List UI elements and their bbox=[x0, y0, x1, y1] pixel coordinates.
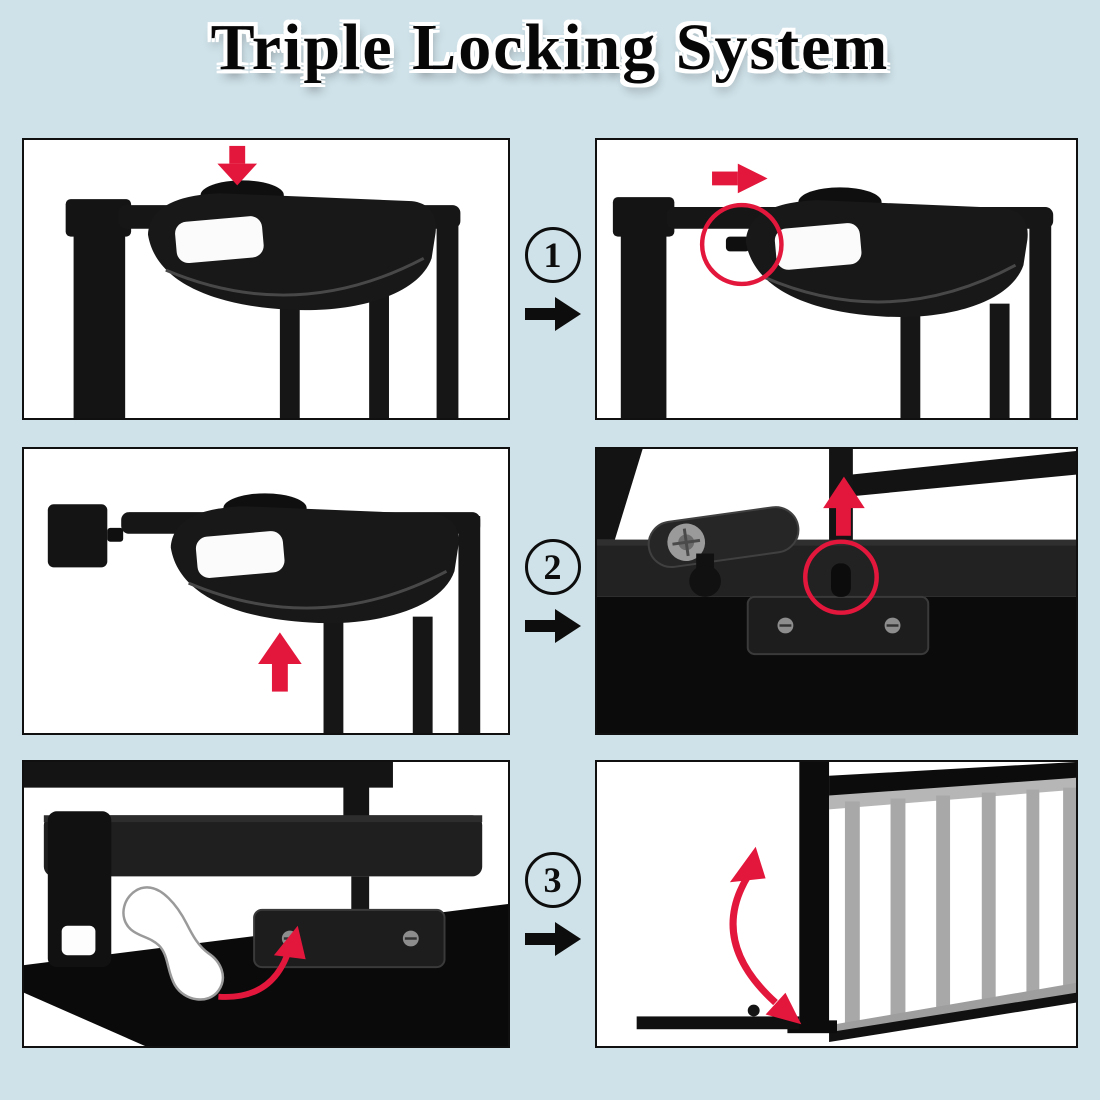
step-1-badge: 1 bbox=[524, 227, 581, 283]
flow-arrow-right-icon bbox=[524, 922, 581, 956]
gate-frame-corner bbox=[47, 811, 112, 968]
step-1-connector: 1 bbox=[510, 138, 595, 420]
step-2-badge: 2 bbox=[524, 539, 581, 595]
flow-arrow-right-icon bbox=[524, 297, 581, 331]
wall-mount-post bbox=[65, 199, 132, 418]
step-1-row: 1 bbox=[22, 138, 1078, 420]
handle-window bbox=[774, 223, 862, 270]
handle-window bbox=[175, 216, 264, 263]
right-gate-bar bbox=[1029, 210, 1052, 418]
bracket-screws bbox=[777, 617, 901, 634]
latch-pin bbox=[725, 236, 750, 252]
handle-assembly bbox=[170, 493, 459, 624]
rail-highlight bbox=[43, 815, 483, 823]
step-2-before-panel bbox=[22, 447, 510, 735]
press-down-arrow-icon bbox=[217, 145, 258, 186]
fixed-bottom-rail bbox=[636, 1016, 800, 1030]
rotate-arrow-icon bbox=[218, 925, 306, 1000]
handle-assembly bbox=[745, 187, 1028, 318]
pin-highlight-circle bbox=[803, 539, 879, 615]
gate-frame-post bbox=[799, 762, 830, 1029]
step-3-before-panel bbox=[22, 760, 510, 1048]
floor-latch-rotate-illustration bbox=[24, 762, 508, 1046]
step-3-row: 3 bbox=[22, 760, 1078, 1048]
lift-up-arrow-icon bbox=[258, 632, 302, 692]
gate-door-swing-illustration bbox=[636, 762, 1076, 1043]
floor-lock-pin-illustration bbox=[597, 449, 1076, 733]
step-2-connector: 2 bbox=[510, 447, 595, 735]
flow-arrow-right-icon bbox=[524, 609, 581, 643]
step-3-connector: 3 bbox=[510, 760, 595, 1048]
gate-frame-corner bbox=[597, 449, 643, 540]
step-1-after-panel bbox=[595, 138, 1078, 420]
gate-bars bbox=[323, 616, 433, 733]
floor-pin bbox=[747, 1004, 760, 1017]
swing-arrow-icon bbox=[729, 846, 802, 1025]
latch-pin bbox=[831, 563, 851, 597]
latch-highlight-circle bbox=[699, 202, 784, 287]
floor-bracket bbox=[746, 595, 930, 656]
step-3-number: 3 bbox=[543, 860, 562, 900]
bar-lower-stem bbox=[351, 876, 370, 918]
slide-right-arrow-icon bbox=[712, 163, 768, 194]
latch-lever-outline bbox=[122, 886, 224, 1001]
latch-lever bbox=[647, 506, 800, 569]
frame-cutout bbox=[61, 925, 96, 956]
gate-handle-lift-illustration bbox=[47, 493, 481, 733]
right-gate-bar bbox=[436, 209, 459, 418]
step-1-number: 1 bbox=[543, 235, 562, 275]
handle-window bbox=[195, 531, 285, 578]
step-2-after-panel bbox=[595, 447, 1078, 735]
gate-top-rail bbox=[850, 450, 1076, 497]
step-2-row: 2 bbox=[22, 447, 1078, 735]
page-title: Triple Locking System bbox=[210, 11, 890, 84]
step-2-number: 2 bbox=[543, 547, 562, 587]
wall-mount-post bbox=[612, 197, 675, 418]
frame-top-rail bbox=[829, 762, 1076, 798]
top-rail bbox=[24, 762, 393, 788]
step-3-after-panel bbox=[595, 760, 1078, 1048]
right-gate-bar bbox=[458, 516, 481, 733]
base-shadow-line bbox=[829, 992, 1076, 1043]
lever-knob bbox=[689, 553, 721, 597]
gate-bars bbox=[900, 303, 1010, 418]
gate-bars bbox=[279, 295, 389, 418]
gate-handle-press-illustration bbox=[65, 145, 461, 418]
lift-up-arrow-icon bbox=[823, 476, 865, 536]
step-3-badge: 3 bbox=[524, 852, 581, 908]
gate-latch-slide-illustration bbox=[612, 163, 1054, 418]
door-bars bbox=[844, 787, 1076, 1033]
bottom-rail bbox=[43, 815, 483, 877]
gate-bar bbox=[343, 762, 370, 824]
handle-assembly bbox=[147, 180, 436, 311]
wall-mount-bracket bbox=[47, 504, 124, 568]
step-1-before-panel bbox=[22, 138, 510, 420]
